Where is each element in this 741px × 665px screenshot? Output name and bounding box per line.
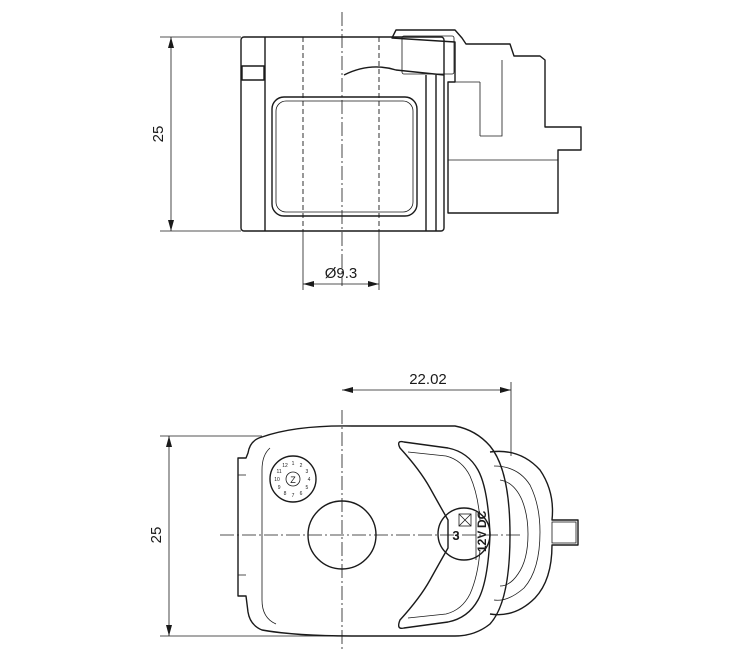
date-stamp-number: 4: [308, 477, 311, 483]
arrow-head: [303, 281, 314, 287]
inner-window-inner: [275, 100, 414, 213]
date-stamp-number: 10: [274, 477, 280, 483]
connector-line: [480, 60, 503, 137]
connector-ring-inner: [499, 479, 529, 587]
marking-circle: [437, 507, 491, 561]
top-view: 25 Ø9.3: [150, 12, 582, 290]
current-type-label: DC: [475, 510, 489, 528]
date-stamp-number: 3: [306, 469, 309, 475]
clip-tab: [241, 65, 265, 81]
coil-outline: [237, 425, 511, 637]
arrow-head: [500, 387, 511, 393]
arrow-head: [166, 625, 172, 636]
arrow-head: [168, 220, 174, 231]
height-dimension-label: 25: [150, 126, 167, 143]
date-stamp-number: 6: [300, 491, 303, 497]
date-stamp-number: 2: [300, 463, 303, 469]
date-stamp-number: 12: [282, 463, 288, 469]
date-stamp-circle: [269, 455, 317, 503]
connector-latch: [551, 521, 577, 544]
date-stamp-number: 11: [276, 469, 281, 475]
date-stamp-number: 5: [306, 485, 309, 491]
arrow-head: [342, 387, 353, 393]
coil-contour: [261, 447, 277, 625]
date-stamp-center: Z: [290, 475, 296, 485]
date-stamp-number: 9: [278, 485, 281, 491]
date-stamp-number: 7: [292, 493, 295, 499]
arrow-head: [168, 37, 174, 48]
side-tab-line: [238, 474, 246, 576]
bracket-step: [343, 66, 445, 76]
connector-ring-inner: [493, 465, 541, 601]
date-stamp-center-ring: [285, 471, 301, 487]
coil-body-outline: [240, 36, 445, 232]
connector-wing-slot: [397, 440, 491, 630]
cross-box-symbol: [458, 513, 472, 527]
connector-outline: [391, 29, 582, 214]
connector-cap: [401, 35, 455, 75]
connector-ring: [489, 450, 579, 616]
date-stamp-number: 1: [292, 461, 295, 467]
connector-pin-label: 3: [452, 528, 459, 543]
wing-inner: [407, 549, 481, 619]
height-dimension-label: 25: [148, 527, 165, 544]
cross-box: [458, 513, 472, 527]
inner-window: [271, 96, 418, 217]
wing-inner: [407, 451, 481, 521]
cross-box-diagonal: [458, 513, 472, 527]
diameter-dimension-label: Ø9.3: [325, 265, 358, 282]
voltage-label: 12V: [475, 531, 489, 552]
arrow-head: [166, 436, 172, 447]
arrow-head: [368, 281, 379, 287]
date-stamp-number: 8: [284, 491, 287, 497]
offset-dimension-label: 22.02: [409, 371, 447, 388]
